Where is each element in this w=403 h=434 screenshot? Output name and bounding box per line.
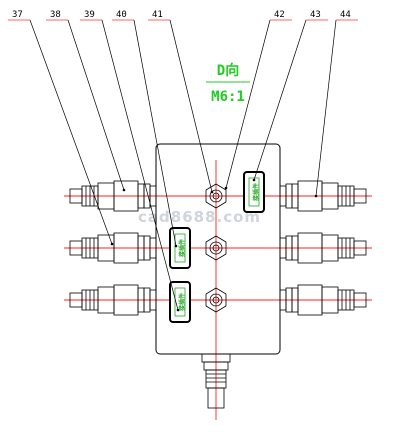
callout-39: 39 xyxy=(84,10,95,20)
right-connector-row-1 xyxy=(279,180,367,212)
hex-nut-row-1 xyxy=(205,183,227,209)
watermark: cad8688.com xyxy=(138,208,261,226)
callout-42: 42 xyxy=(274,10,285,20)
hex-nut-row-2 xyxy=(205,235,227,261)
callout-labels: 37 38 39 40 41 42 43 44 xyxy=(12,10,351,20)
plug-terminals: 接插件 接插件 接插件 xyxy=(169,171,265,323)
plug-label: 接插件 xyxy=(252,183,260,202)
callout-40: 40 xyxy=(116,10,127,20)
left-connector-row-1 xyxy=(69,180,157,212)
plug-label: 接插件 xyxy=(178,293,186,312)
hex-nut-row-3 xyxy=(205,287,227,313)
callout-43: 43 xyxy=(310,10,321,20)
right-connector-row-3 xyxy=(279,284,367,316)
centerlines xyxy=(64,160,372,420)
bottom-connector xyxy=(201,353,231,409)
callout-38: 38 xyxy=(50,10,61,20)
plug-terminal-lower-left: 接插件 xyxy=(169,281,191,323)
left-connector-row-2 xyxy=(69,232,157,264)
plug-terminal-upper-right: 接插件 xyxy=(243,171,265,213)
left-connector-row-3 xyxy=(69,284,157,316)
callout-leaders xyxy=(8,19,358,311)
view-direction-label: D向 xyxy=(217,62,239,79)
view-label: D向 M6:1 xyxy=(206,62,250,105)
callout-37: 37 xyxy=(12,10,23,20)
right-connectors xyxy=(279,180,367,316)
right-connector-row-2 xyxy=(279,232,367,264)
callout-41: 41 xyxy=(152,10,163,20)
scale-label: M6:1 xyxy=(211,89,245,105)
hex-nuts xyxy=(205,183,227,313)
plug-label: 接插件 xyxy=(178,239,186,258)
leader-dots xyxy=(110,178,318,312)
left-connectors xyxy=(69,180,157,316)
plug-terminal-middle-left: 接插件 xyxy=(169,227,191,269)
callout-44: 44 xyxy=(340,10,351,20)
